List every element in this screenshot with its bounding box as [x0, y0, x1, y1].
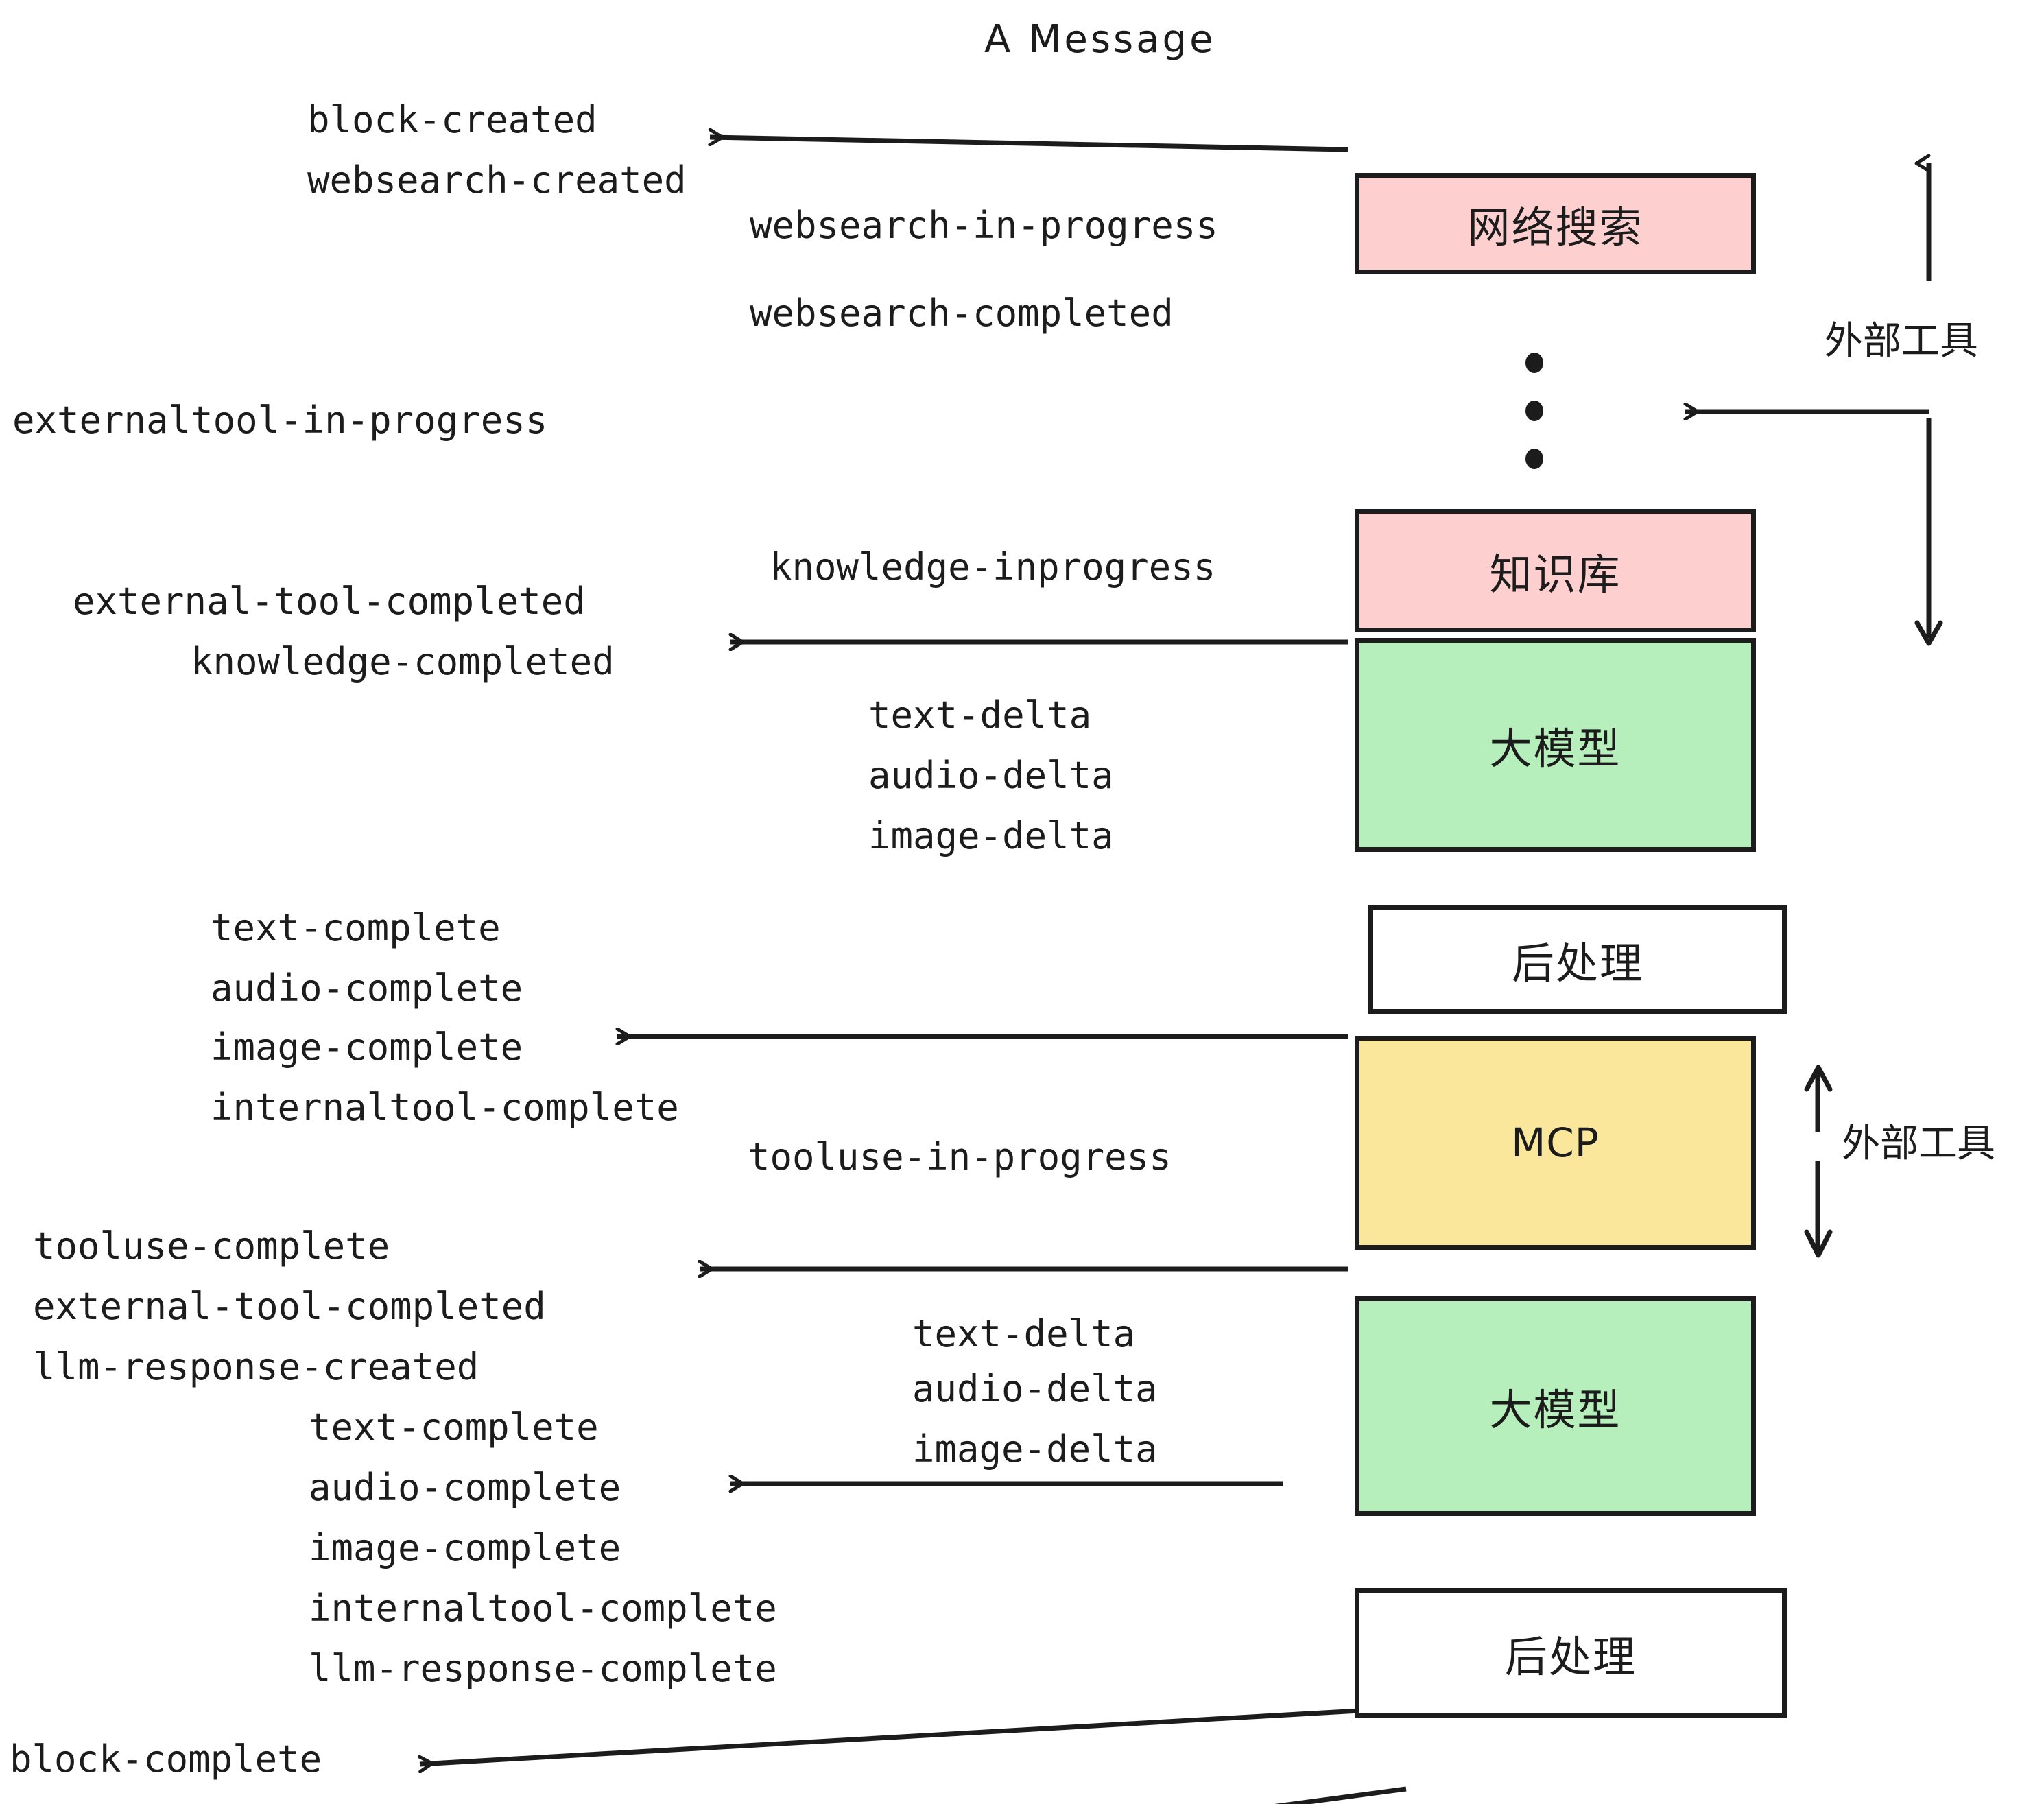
event-knowledge-completed: knowledge-completed: [191, 640, 615, 683]
event-knowledge-inprogress: knowledge-inprogress: [770, 545, 1216, 589]
event-audio-delta-1: audio-delta: [868, 754, 1114, 797]
event-text-delta-1: text-delta: [868, 693, 1092, 737]
box-mcp[interactable]: MCP: [1355, 1036, 1756, 1250]
event-image-complete-1: image-complete: [211, 1025, 523, 1069]
box-llm-bottom[interactable]: 大模型: [1355, 1296, 1756, 1516]
event-text-complete-2: text-complete: [309, 1405, 599, 1449]
event-internaltool-complete-1: internaltool-complete: [211, 1086, 679, 1129]
box-llm-top[interactable]: 大模型: [1355, 638, 1756, 852]
event-text-complete-1: text-complete: [211, 906, 501, 949]
event-websearch-in-progress: websearch-in-progress: [750, 204, 1218, 247]
box-postprocess-top-label: 后处理: [1511, 938, 1643, 988]
arrow-block-complete-visible: [420, 1740, 1408, 1788]
event-audio-delta-2: audio-delta: [912, 1367, 1158, 1410]
event-image-complete-2: image-complete: [309, 1526, 621, 1569]
event-image-delta-1: image-delta: [868, 814, 1114, 857]
ellipsis-dot-2: [1525, 401, 1543, 421]
event-websearch-completed: websearch-completed: [750, 292, 1174, 335]
event-tooluse-in-progress: tooluse-in-progress: [748, 1135, 1172, 1178]
event-externaltool-in-progress: externaltool-in-progress: [12, 399, 548, 442]
box-postprocess-bottom[interactable]: 后处理: [1355, 1588, 1787, 1718]
event-audio-complete-2: audio-complete: [309, 1466, 621, 1509]
external-tools-bottom-label: 外部工具: [1842, 1121, 1995, 1166]
box-postprocess-bottom-label: 后处理: [1504, 1632, 1637, 1682]
event-websearch-created: websearch-created: [307, 158, 687, 202]
arrow-websearch-to-block-created: [710, 137, 1348, 152]
box-mcp-label: MCP: [1511, 1119, 1600, 1166]
external-tools-top-label: 外部工具: [1825, 319, 1978, 364]
box-websearch[interactable]: 网络搜索: [1355, 173, 1756, 274]
external-tools-bottom-arrowhead-down: [1804, 1229, 1833, 1258]
box-knowledge[interactable]: 知识库: [1355, 509, 1756, 632]
diagram-title: A Message: [984, 17, 1216, 62]
event-internaltool-complete-2: internaltool-complete: [309, 1587, 777, 1630]
event-llm-response-created: llm-response-created: [33, 1345, 479, 1388]
arrow-postprocess-to-block-complete: [1274, 1786, 1407, 1804]
event-llm-response-complete: llm-response-complete: [309, 1647, 777, 1690]
external-tools-bottom-arrowhead-up: [1804, 1065, 1833, 1092]
box-postprocess-top[interactable]: 后处理: [1368, 905, 1787, 1014]
event-external-tool-completed-1: external-tool-completed: [73, 580, 586, 623]
arrow-block-complete: [420, 1705, 1408, 1764]
event-block-created: block-created: [307, 98, 597, 141]
box-websearch-label: 网络搜索: [1467, 202, 1643, 252]
event-audio-complete-1: audio-complete: [211, 966, 523, 1010]
external-tools-top-arrowhead-down: [1914, 620, 1943, 646]
box-llm-top-label: 大模型: [1489, 724, 1621, 774]
ellipsis-dot-3: [1525, 449, 1543, 469]
box-knowledge-label: 知识库: [1489, 549, 1621, 600]
ellipsis-dot-1: [1525, 353, 1543, 373]
event-tooluse-complete: tooluse-complete: [33, 1224, 390, 1268]
event-block-complete: block-complete: [10, 1737, 322, 1781]
box-llm-bottom-label: 大模型: [1489, 1385, 1621, 1435]
event-text-delta-2: text-delta: [912, 1312, 1136, 1355]
event-external-tool-completed-2: external-tool-completed: [33, 1285, 546, 1328]
arrow-block-complete-path: [422, 1792, 1410, 1804]
event-image-delta-2: image-delta: [912, 1427, 1158, 1471]
